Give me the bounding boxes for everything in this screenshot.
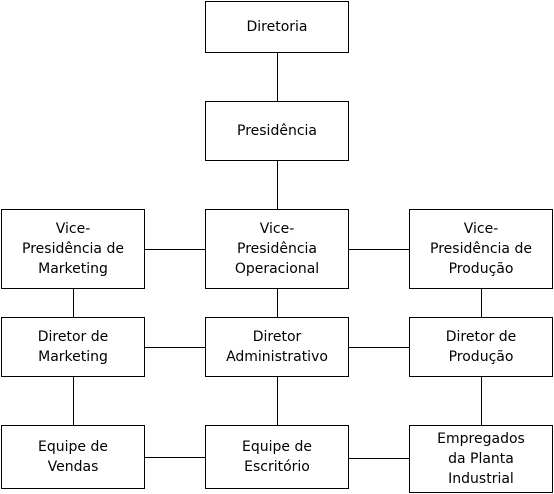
node-label-vp-operacional-line-3: Operacional [235, 261, 319, 277]
node-diretoria: Diretoria [205, 1, 349, 53]
node-label-equipe-vendas-line-1: Equipe de [38, 439, 108, 455]
node-label-presidencia-line-1: Presidência [237, 123, 317, 139]
node-label-vp-producao-line-1: Vice- [464, 221, 499, 237]
node-label-vp-producao-line-2: Presidência de [430, 241, 532, 257]
node-label-diretor-producao-line-2: Produção [449, 349, 514, 365]
node-label-diretor-administrativo-line-1: Diretor [253, 329, 302, 345]
node-label-empregados-planta-line-2: da Planta [448, 451, 514, 467]
node-box-equipe-escritorio [205, 425, 349, 489]
node-diretor-marketing: Diretor de Marketing [1, 317, 145, 377]
node-vp-producao: Vice- Presidência de Produção [409, 209, 553, 289]
node-label-vp-operacional-line-2: Presidência [237, 241, 317, 257]
node-box-diretoria [205, 1, 349, 53]
node-equipe-escritorio: Equipe de Escritório [205, 425, 349, 489]
node-label-diretoria-line-1: Diretoria [246, 19, 307, 35]
node-box-diretor-administrativo [205, 317, 349, 377]
node-label-vp-operacional-line-1: Vice- [260, 221, 295, 237]
node-label-vp-producao-line-3: Produção [449, 261, 514, 277]
node-box-vp-marketing [1, 209, 145, 289]
node-label-vp-marketing-line-1: Vice- [56, 221, 91, 237]
node-label-diretor-marketing-line-1: Diretor de [38, 329, 109, 345]
node-box-vp-producao [409, 209, 553, 289]
node-box-diretor-marketing [1, 317, 145, 377]
node-label-diretor-marketing-line-2: Marketing [38, 349, 108, 365]
node-diretor-producao: Diretor de Produção [409, 317, 553, 377]
node-equipe-vendas: Equipe de Vendas [1, 425, 145, 489]
node-label-empregados-planta-line-1: Empregados [437, 431, 525, 447]
node-box-equipe-vendas [1, 425, 145, 489]
node-label-equipe-escritorio-line-2: Escritório [244, 459, 310, 475]
node-vp-marketing: Vice- Presidência de Marketing [1, 209, 145, 289]
connector-lines [73, 53, 482, 459]
node-label-diretor-administrativo-line-2: Administrativo [226, 349, 328, 365]
node-label-equipe-escritorio-line-1: Equipe de [242, 439, 312, 455]
node-label-equipe-vendas-line-2: Vendas [48, 459, 99, 475]
node-label-vp-marketing-line-3: Marketing [38, 261, 108, 277]
node-box-diretor-producao [409, 317, 553, 377]
node-presidencia: Presidência [205, 101, 349, 161]
node-box-empregados-planta [409, 425, 553, 493]
node-label-vp-marketing-line-2: Presidência de [22, 241, 124, 257]
node-label-empregados-planta-line-3: Industrial [448, 471, 514, 487]
node-box-vp-operacional [205, 209, 349, 289]
node-box-presidencia [205, 101, 349, 161]
node-label-diretor-producao-line-1: Diretor de [446, 329, 517, 345]
